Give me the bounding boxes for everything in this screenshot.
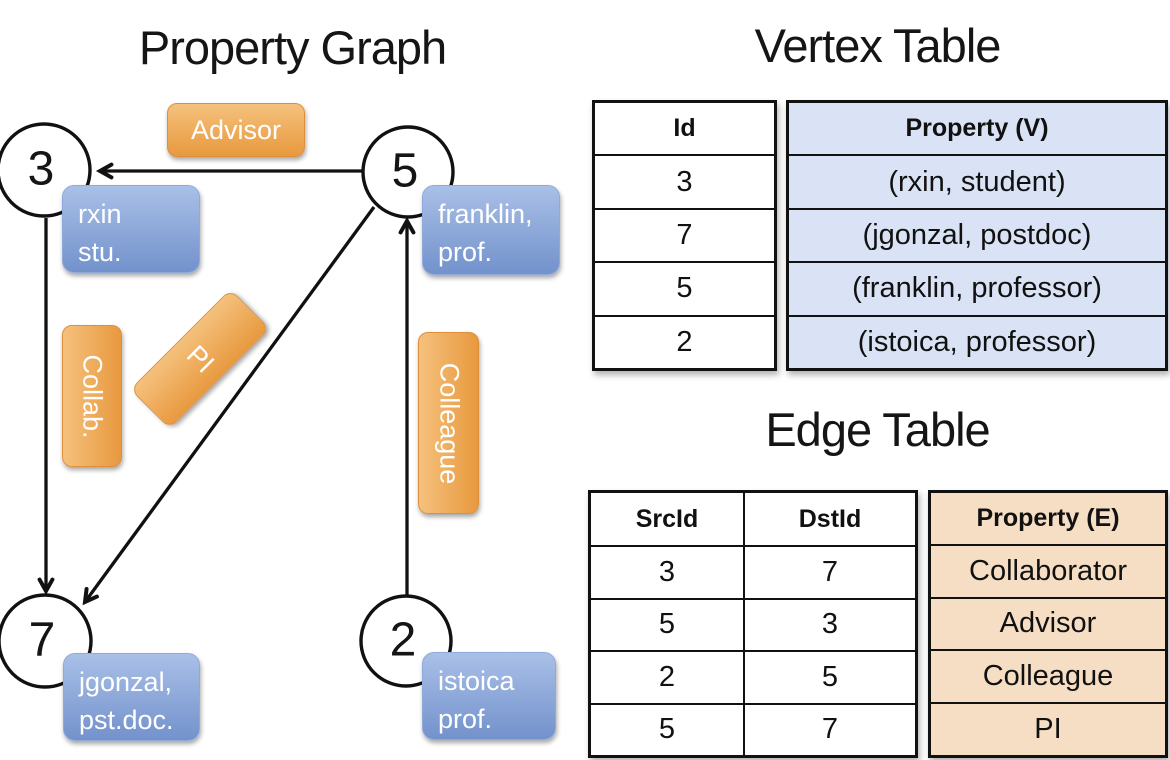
edge-table-property-header: Property (E) [976,503,1120,532]
vertex-table-id-3: 2 [595,314,774,368]
vertex-table-id-header: Id [673,114,696,143]
property-graph-title: Property Graph [138,21,447,74]
vertex-table-id-2: 5 [595,261,774,314]
edge-table-property-3: PI [931,702,1165,755]
edge-table-dst-3: 7 [743,702,915,755]
edge-table-src-0: 3 [591,545,743,597]
edge-table-src-3: 5 [591,702,743,755]
vertex-table-id-1: 7 [595,207,774,261]
vertex-id-7: 7 [28,613,56,667]
vertex-table-property-0: (rxin, student) [789,154,1165,207]
vertex-prop-2-line1: istoica [438,666,515,696]
edge-table-src-header: SrcId [635,504,699,533]
vertex-prop-7: jgonzal, pst.doc. [63,653,200,741]
edge-label-advisor: Advisor [167,103,305,157]
vertex-prop-5-line2: prof. [438,237,493,268]
edge-table-src-2: 2 [591,650,743,702]
vertex-table-property-header: Property (V) [905,114,1049,143]
vertex-prop-2-line2: prof. [438,704,493,735]
vertex-table-id-column: Id 3 7 5 2 [592,100,777,371]
edge-table-src-dst-columns: SrcId DstId 3 7 5 3 2 5 5 7 [588,490,918,758]
vertex-prop-7-line1: jgonzal, [79,667,173,697]
edge-table-property-column: Property (E) Collaborator Advisor Collea… [928,490,1168,758]
vertex-table-property-2: (franklin, professor) [789,261,1165,314]
edge-label-collab-text: Collab. [77,353,108,439]
edge-table-property-1: Advisor [931,596,1165,650]
vertex-prop-2: istoica prof. [422,652,556,740]
vertex-table-property-3: (istoica, professor) [789,314,1165,368]
edge-label-collab: Collab. [62,325,122,467]
vertex-id-5: 5 [391,144,419,198]
vertex-prop-3: rxin stu. [62,185,200,273]
vertex-table-id-0: 3 [595,154,774,207]
edge-table-dst-header: DstId [743,493,915,546]
vertex-id-2: 2 [389,613,417,667]
edge-table-dst-0: 7 [743,545,915,598]
edge-label-colleague-text: Colleague [434,362,464,484]
vertex-prop-5-line1: franklin, [438,199,533,229]
edge-table-title: Edge Table [765,403,990,456]
vertex-table-title: Vertex Table [754,19,1002,72]
edge-table-property-2: Colleague [931,649,1165,702]
edge-pi-5-to-7 [82,206,376,606]
edge-label-pi-text: PI [180,339,220,379]
edge-table-property-0: Collaborator [931,543,1165,597]
vertex-prop-7-line2: pst.doc. [79,705,174,736]
vertex-id-3: 3 [27,142,55,196]
edge-label-colleague: Colleague [418,332,479,514]
edge-label-advisor-text: Advisor [190,114,282,145]
edge-table-src-1: 5 [591,597,743,650]
vertex-table-property-column: Property (V) (rxin, student) (jgonzal, p… [786,100,1168,371]
vertex-prop-5: franklin, prof. [422,185,560,275]
vertex-table-property-1: (jgonzal, postdoc) [789,207,1165,261]
vertex-prop-3-line2: stu. [78,237,122,268]
edge-table-dst-1: 3 [743,597,915,651]
vertex-prop-3-line1: rxin [78,199,122,229]
edge-table-dst-2: 5 [743,650,915,703]
